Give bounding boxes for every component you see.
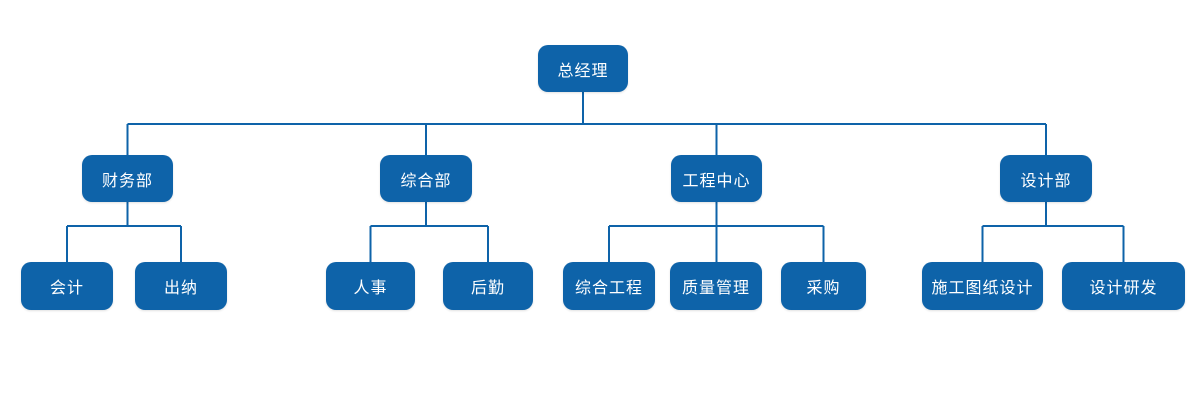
org-node-accounting: 会计: [21, 262, 113, 310]
org-node-engineering-center: 工程中心: [671, 155, 762, 202]
org-node-cashier: 出纳: [135, 262, 227, 310]
org-node-general-affairs-dept: 综合部: [380, 155, 472, 202]
org-node-logistics: 后勤: [443, 262, 533, 310]
org-node-design-rd: 设计研发: [1062, 262, 1185, 310]
org-node-construction-drawing-design: 施工图纸设计: [922, 262, 1043, 310]
org-node-finance-dept: 财务部: [82, 155, 173, 202]
org-node-quality-management: 质量管理: [670, 262, 762, 310]
org-node-general-engineering: 综合工程: [563, 262, 655, 310]
org-node-human-resources: 人事: [326, 262, 415, 310]
org-node-procurement: 采购: [781, 262, 866, 310]
org-node-general-manager: 总经理: [538, 45, 628, 92]
org-node-design-dept: 设计部: [1000, 155, 1092, 202]
